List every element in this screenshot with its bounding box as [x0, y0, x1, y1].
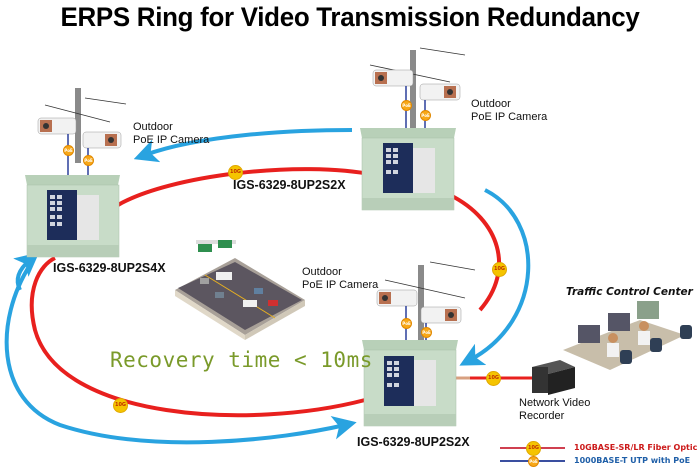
nvr-label-line2: Recorder: [519, 410, 565, 422]
camera-label-line1: Outdoor: [302, 266, 342, 278]
node-top: [360, 47, 466, 211]
legend-badge-poe: PoE: [528, 456, 539, 467]
protection-arrow-bottom: [4, 263, 357, 445]
control-center-label: Traffic Control Center: [566, 286, 693, 298]
device-label-bottom: IGS-6329-8UP2S2X: [357, 435, 470, 449]
camera-label-line1: Outdoor: [133, 121, 173, 133]
control-center-illustration: [563, 301, 692, 370]
protection-arrow-top: [133, 128, 353, 163]
camera-icon: [372, 69, 414, 87]
pole: [75, 88, 81, 163]
camera-icon: [37, 117, 77, 135]
camera-label-bottom: Outdoor PoE IP Camera: [302, 266, 378, 292]
poe-badge: PoE: [63, 145, 74, 156]
camera-icon: [376, 289, 418, 307]
nvr-icon: [532, 360, 575, 395]
link-badge-10g: 10G: [492, 262, 507, 277]
device-label-left: IGS-6329-8UP2S4X: [53, 261, 166, 275]
node-left: [25, 88, 127, 258]
nvr-label-line1: Network Video: [519, 397, 591, 409]
cabinet: [362, 340, 458, 427]
link-badge-10g: 10G: [228, 165, 243, 180]
protection-arrow-right: [459, 188, 531, 366]
camera-icon: [82, 131, 122, 149]
camera-label-line2: PoE IP Camera: [133, 134, 210, 146]
recovery-time-text: Recovery time < 10ms: [110, 348, 373, 372]
poe-badge: PoE: [420, 110, 431, 121]
cabinet: [360, 128, 456, 211]
protection-arrow-left-up: [13, 252, 40, 291]
legend-badge-10g: 10G: [526, 441, 541, 456]
camera-icon: [419, 83, 461, 101]
poe-badge: PoE: [421, 327, 432, 338]
nvr-label: Network Video Recorder: [519, 397, 590, 423]
camera-label-line2: PoE IP Camera: [302, 279, 379, 291]
legend-fiber-label: 10GBASE-SR/LR Fiber Optic: [574, 443, 698, 452]
camera-label-line2: PoE IP Camera: [471, 111, 548, 123]
camera-icon: [420, 306, 462, 324]
camera-label-left: Outdoor PoE IP Camera: [133, 121, 209, 147]
cabinet: [25, 175, 120, 258]
device-label-top: IGS-6329-8UP2S2X: [233, 178, 346, 192]
link-badge-10g: 10G: [113, 398, 128, 413]
fiber-link-bottom-left: [29, 256, 366, 418]
camera-label-line1: Outdoor: [471, 98, 511, 110]
node-bottom: [362, 261, 476, 427]
fiber-link-top-bottom: [449, 193, 502, 312]
pole: [410, 50, 416, 135]
legend-poe-label: 1000BASE-T UTP with PoE: [574, 456, 691, 465]
link-badge-10g: 10G: [486, 371, 501, 386]
poe-badge: PoE: [83, 155, 94, 166]
poe-badge: PoE: [401, 318, 412, 329]
page-title: ERPS Ring for Video Transmission Redunda…: [60, 2, 640, 32]
highway-illustration: [175, 240, 305, 340]
camera-label-top: Outdoor PoE IP Camera: [471, 98, 547, 124]
poe-badge: PoE: [401, 100, 412, 111]
